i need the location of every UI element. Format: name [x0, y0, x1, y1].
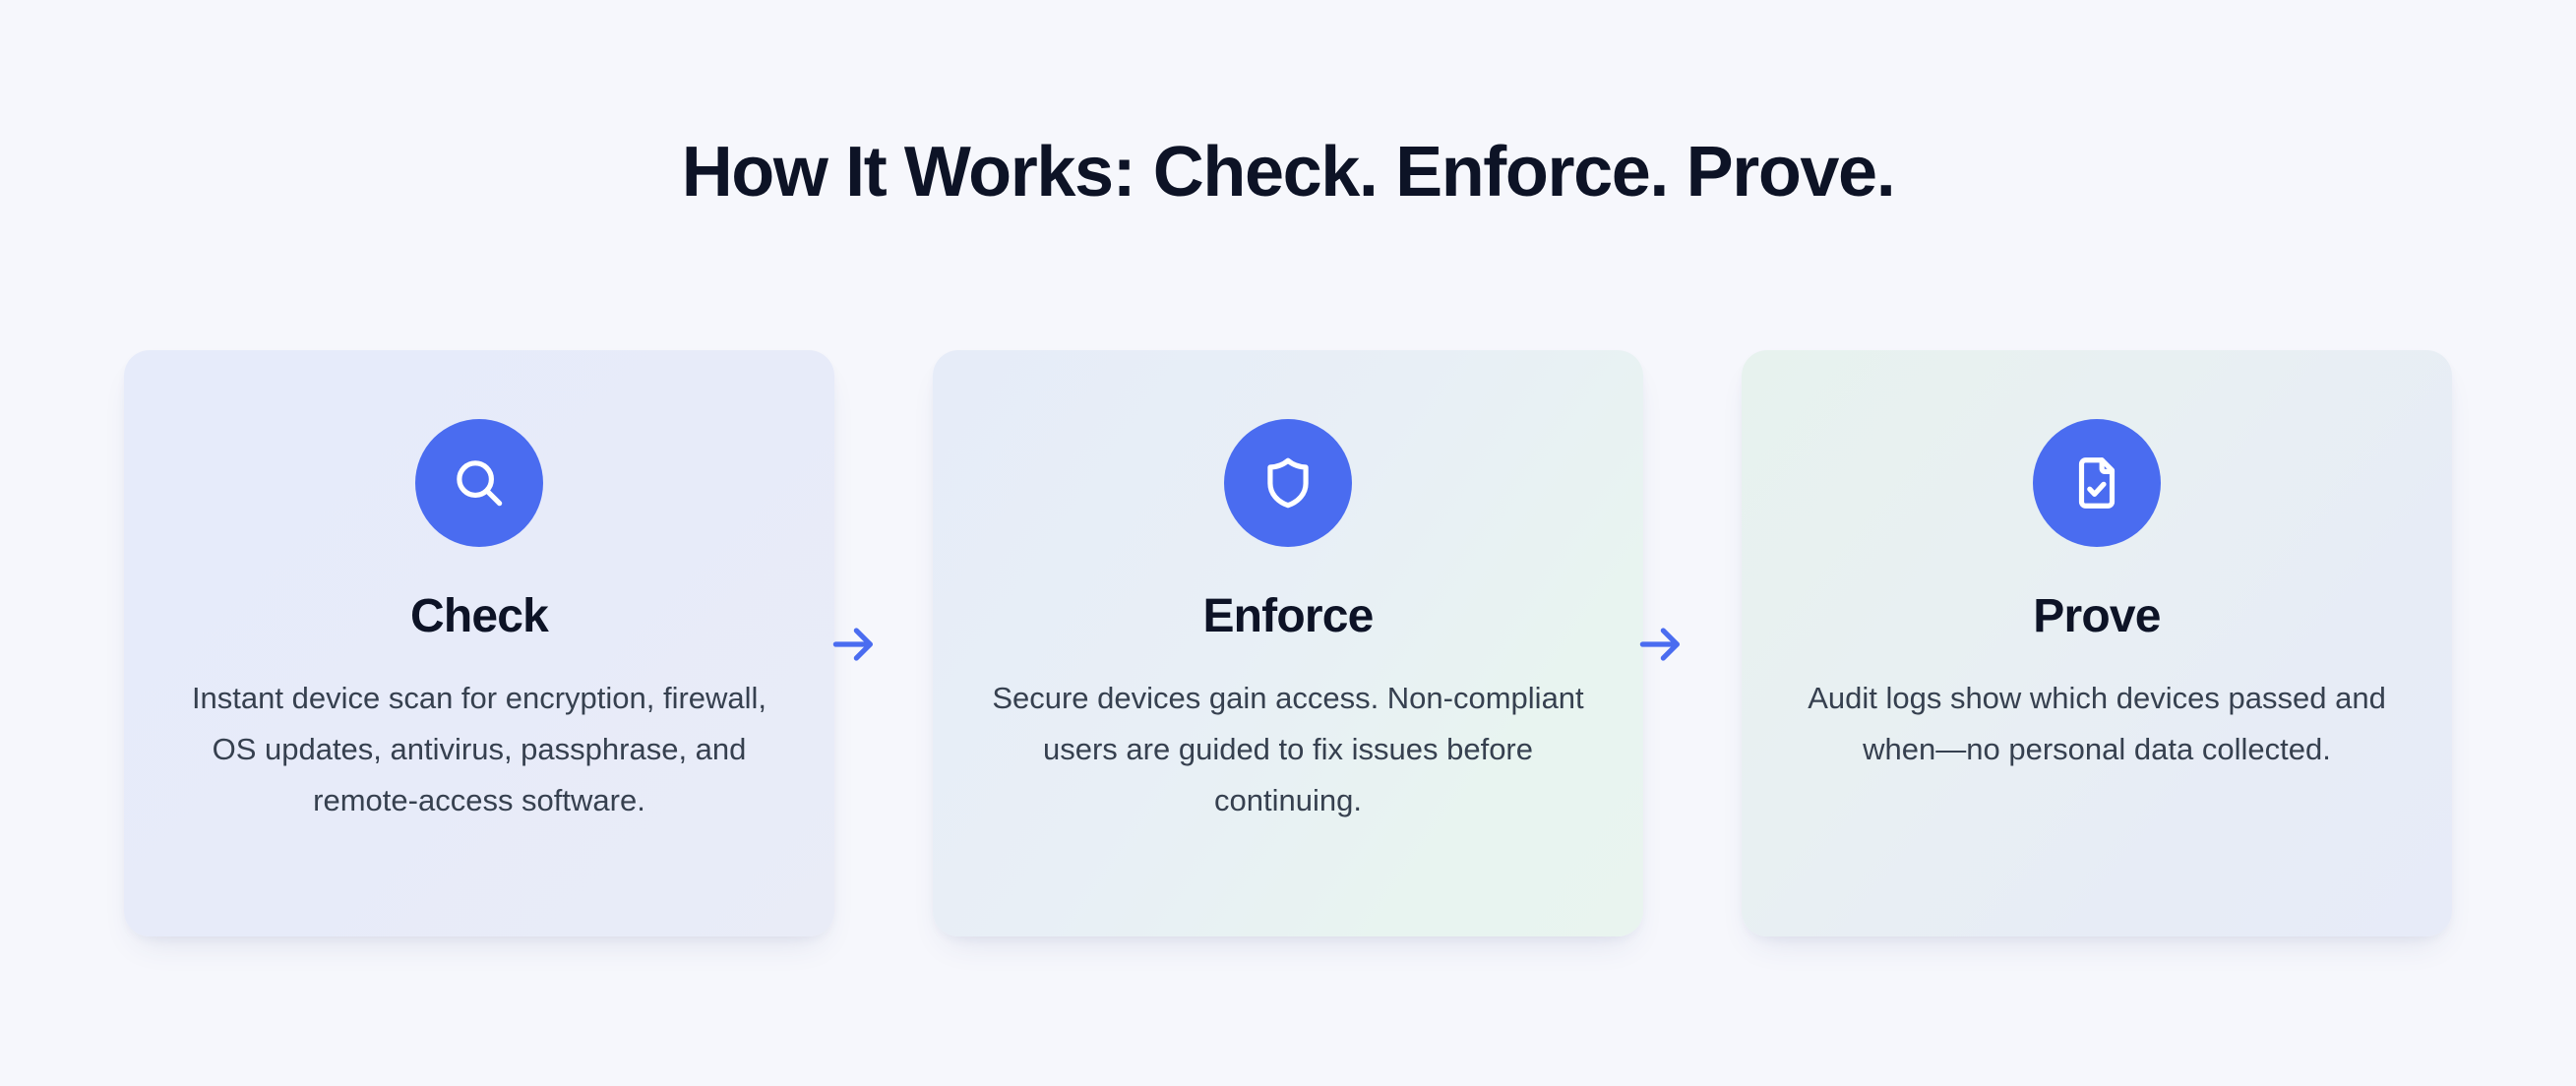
- step-description-enforce: Secure devices gain access. Non-complian…: [992, 681, 1584, 817]
- step-icon-badge-prove: [2033, 419, 2161, 547]
- step-title-prove: Prove: [2033, 590, 2161, 642]
- shield-icon: [1257, 452, 1319, 513]
- step-title-enforce: Enforce: [1202, 590, 1374, 642]
- step-connector-1: [825, 615, 884, 674]
- step-description-prove: Audit logs show which devices passed and…: [1808, 681, 2386, 766]
- page-title: How It Works: Check. Enforce. Prove.: [681, 133, 1896, 211]
- step-icon-badge-check: [415, 419, 543, 547]
- step-card-check[interactable]: Check Instant device scan for encryption…: [124, 350, 834, 936]
- search-icon: [449, 452, 510, 513]
- step-connector-2: [1631, 615, 1690, 674]
- step-icon-badge-enforce: [1224, 419, 1352, 547]
- document-check-icon: [2066, 452, 2127, 513]
- arrow-right-icon: [827, 617, 882, 672]
- step-description-check: Instant device scan for encryption, fire…: [191, 681, 767, 817]
- steps-row: Check Instant device scan for encryption…: [124, 350, 2452, 936]
- arrow-right-icon: [1633, 617, 1688, 672]
- step-card-prove[interactable]: Prove Audit logs show which devices pass…: [1742, 350, 2452, 936]
- step-title-check: Check: [409, 590, 549, 642]
- step-card-enforce[interactable]: Enforce Secure devices gain access. Non-…: [933, 350, 1643, 936]
